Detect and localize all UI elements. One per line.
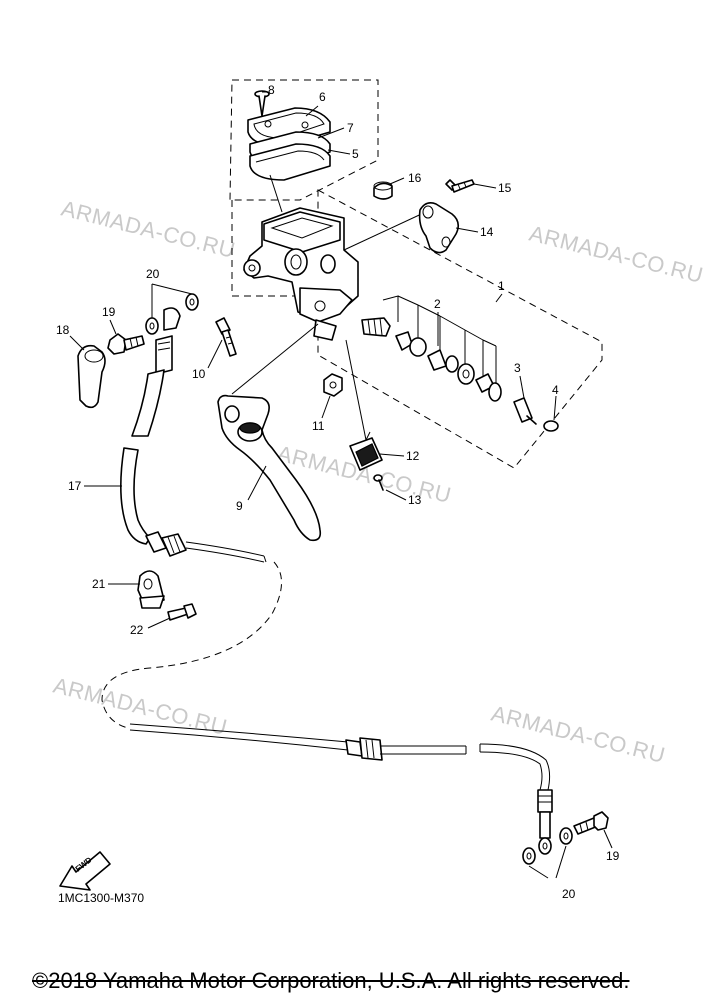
banjo-bolt-part-19 <box>107 333 145 355</box>
callout-1: 1 <box>498 279 505 293</box>
callout-6: 6 <box>319 90 326 104</box>
callout-17: 17 <box>68 479 82 493</box>
callout-20-upper: 20 <box>146 267 160 281</box>
upper-banjo-parts <box>77 283 199 409</box>
watermark: ARMADA-CO.RU <box>489 701 668 768</box>
watermark: ARMADA-CO.RU <box>59 196 238 263</box>
watermark: ARMADA-CO.RU <box>527 221 703 288</box>
callout-19-lower: 19 <box>606 849 620 863</box>
callout-12: 12 <box>406 449 420 463</box>
push-rod-part-3 <box>513 397 537 425</box>
callout-15: 15 <box>498 181 512 195</box>
boot-part-4 <box>543 420 559 432</box>
clutch-switch-part-12 <box>345 339 383 471</box>
callout-19-upper: 19 <box>102 305 116 319</box>
lower-banjo-parts <box>522 811 609 879</box>
clutch-hose-part-17 <box>120 307 267 563</box>
banjo-bolt-part-19-lower <box>573 811 609 835</box>
flange-bolt-part-22 <box>167 603 197 621</box>
callout-14: 14 <box>480 225 494 239</box>
callout-18: 18 <box>56 323 70 337</box>
fwd-direction-icon: FWD <box>59 851 111 891</box>
callout-7: 7 <box>347 121 354 135</box>
callout-labels: 8 6 7 5 16 15 14 1 2 3 4 20 19 18 10 11 … <box>56 83 620 901</box>
long-clutch-hose <box>101 561 553 855</box>
callout-11: 11 <box>312 419 325 433</box>
screw-part-13 <box>373 474 384 491</box>
bolt-part-15 <box>445 179 475 193</box>
clutch-lever-part-9 <box>217 394 322 542</box>
callout-5: 5 <box>352 147 359 161</box>
callout-22: 22 <box>130 623 144 637</box>
callout-8: 8 <box>268 83 275 97</box>
clamp-holder-part-14 <box>418 202 460 254</box>
callout-16: 16 <box>408 171 422 185</box>
reservoir-cap-group-outline <box>229 79 379 201</box>
watermarks: ARMADA-CO.RU ARMADA-CO.RU ARMADA-CO.RU A… <box>51 196 703 768</box>
callout-21: 21 <box>92 577 106 591</box>
piston-kit-parts <box>361 295 559 432</box>
diaphragm-part-5 <box>249 143 331 181</box>
hose-clamp-parts <box>137 570 197 621</box>
nut-part-11 <box>323 373 343 397</box>
master-cylinder-body <box>231 207 431 395</box>
dust-cap-part-18 <box>77 344 106 409</box>
copyright-notice: ©2018 Yamaha Motor Corporation, U.S.A. A… <box>32 968 630 993</box>
spring-part <box>361 317 391 337</box>
rubber-cap-part-16 <box>373 181 393 200</box>
callout-13: 13 <box>408 493 422 507</box>
callout-4: 4 <box>552 383 559 397</box>
callout-20-lower: 20 <box>562 887 576 901</box>
callout-9: 9 <box>236 499 243 513</box>
callout-10: 10 <box>192 367 206 381</box>
callout-3: 3 <box>514 361 521 375</box>
reservoir-cap-parts <box>247 90 331 213</box>
reservoir-to-body-outline <box>231 200 302 297</box>
screw-part-8 <box>254 90 270 117</box>
pivot-bolt-part-10 <box>215 317 237 357</box>
callout-2: 2 <box>434 297 441 311</box>
diagram-code: 1MC1300-M370 <box>58 891 145 905</box>
